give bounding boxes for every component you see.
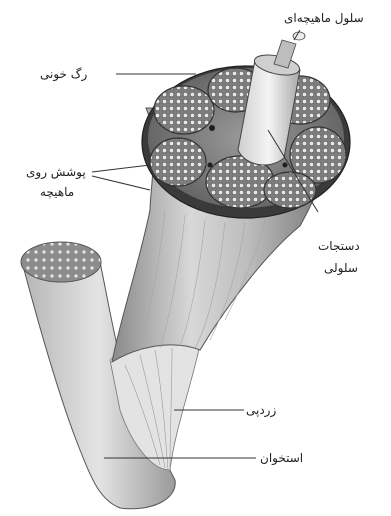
bone-cross-section xyxy=(21,242,101,282)
label-cell-bundles-line2: سلولی xyxy=(324,260,358,276)
label-muscle-cell: سلول ماهیچه‌ای xyxy=(284,10,364,26)
label-bone: استخوان xyxy=(260,450,303,466)
label-tendon: زردپی xyxy=(246,402,276,418)
label-blood-vessel: رگ خونی xyxy=(40,66,87,82)
label-muscle-sheath-line1: پوشش روی xyxy=(26,164,86,180)
label-cell-bundles-line1: دستجات xyxy=(318,238,360,254)
label-muscle-sheath-line2: ماهیچه xyxy=(40,184,74,200)
